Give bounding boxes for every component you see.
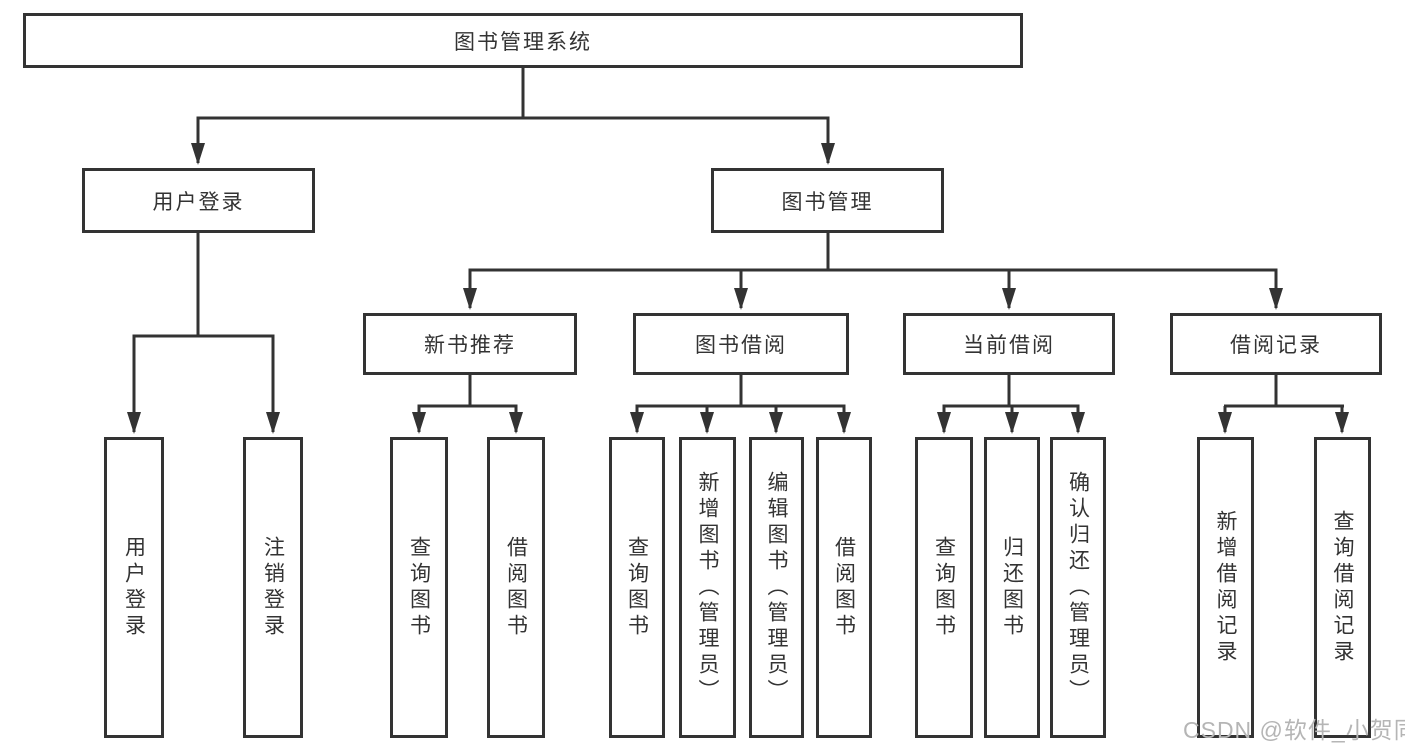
leaf-query-borrow-record: 查询借阅记录 xyxy=(1314,437,1371,738)
node-new-book-recommend: 新书推荐 xyxy=(363,313,577,375)
node-label: 图书借阅 xyxy=(695,334,787,357)
leaf-user-login: 用户登录 xyxy=(104,437,164,738)
leaf-logout: 注销登录 xyxy=(243,437,303,738)
node-label: 确认归还（管理员） xyxy=(1066,470,1090,705)
node-label: 借阅图书 xyxy=(832,535,856,640)
node-borrow-records: 借阅记录 xyxy=(1170,313,1382,375)
node-label: 新增借阅记录 xyxy=(1214,509,1237,666)
node-user-login: 用户登录 xyxy=(82,168,315,233)
leaf-query-books-current: 查询图书 xyxy=(915,437,973,738)
node-label: 查询图书 xyxy=(932,535,956,640)
leaf-borrow-books: 借阅图书 xyxy=(816,437,872,738)
node-label: 查询图书 xyxy=(407,535,431,640)
node-label: 用户登录 xyxy=(122,535,146,640)
node-current-borrowing: 当前借阅 xyxy=(903,313,1115,375)
leaf-confirm-return-admin: 确认归还（管理员） xyxy=(1050,437,1106,738)
leaf-query-books-rec: 查询图书 xyxy=(390,437,448,738)
node-label: 编辑图书（管理员） xyxy=(765,470,788,705)
node-label: 借阅图书 xyxy=(504,535,528,640)
node-label: 当前借阅 xyxy=(963,334,1055,357)
node-label: 查询借阅记录 xyxy=(1331,509,1354,666)
leaf-edit-books-admin: 编辑图书（管理员） xyxy=(749,437,804,738)
leaf-return-books: 归还图书 xyxy=(984,437,1040,738)
node-label: 借阅记录 xyxy=(1230,334,1322,357)
node-label: 新增图书（管理员） xyxy=(696,470,719,705)
node-label: 图书管理 xyxy=(781,190,874,214)
node-label: 用户登录 xyxy=(152,190,245,214)
node-root: 图书管理系统 xyxy=(23,13,1023,68)
leaf-borrow-books-rec: 借阅图书 xyxy=(487,437,545,738)
node-label: 查询图书 xyxy=(625,535,649,640)
node-book-management: 图书管理 xyxy=(711,168,944,233)
leaf-add-books-admin: 新增图书（管理员） xyxy=(679,437,736,738)
node-book-borrowing: 图书借阅 xyxy=(633,313,849,375)
node-label: 注销登录 xyxy=(261,535,285,640)
csdn-watermark: CSDN @软件_小贺同学 xyxy=(1183,717,1405,743)
leaf-query-books-borrow: 查询图书 xyxy=(609,437,665,738)
node-label: 归还图书 xyxy=(1000,535,1024,640)
node-label: 新书推荐 xyxy=(424,334,516,357)
leaf-add-borrow-record: 新增借阅记录 xyxy=(1197,437,1254,738)
node-label: 图书管理系统 xyxy=(454,30,592,54)
